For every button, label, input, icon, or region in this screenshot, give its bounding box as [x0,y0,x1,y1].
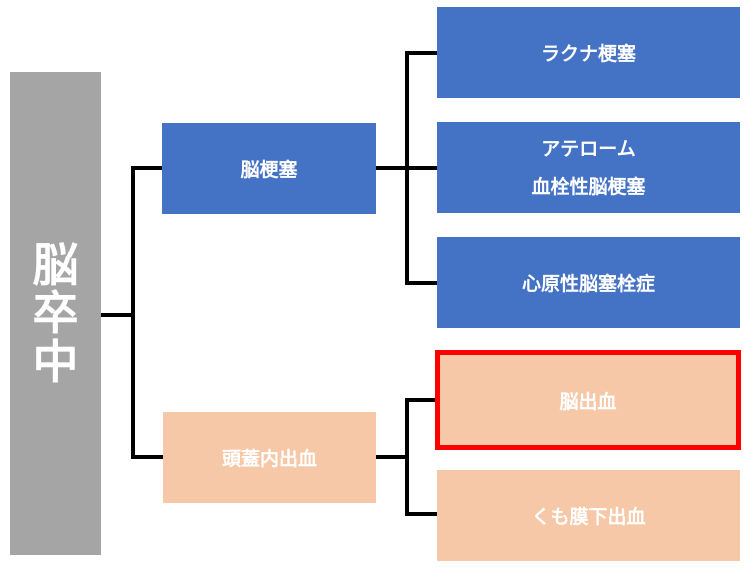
node-atherothrombotic-infarction: アテローム 血栓性脳梗塞 [437,122,740,213]
node-lacunar-infarction: ラクナ梗塞 [437,7,740,98]
connector-to-cardio [405,281,437,285]
connector-ich-stub [376,455,409,459]
connector-root-trunk [131,166,135,459]
node-label: 脳梗塞 [240,159,298,181]
connector-to-athero [405,166,437,170]
node-label-line1: アテローム [541,137,636,160]
connector-infarct-stub [376,166,409,170]
node-intracranial-hemorrhage: 頭蓋内出血 [163,412,376,503]
root-node-stroke: 脳 卒 中 [10,72,101,555]
connector-to-sah [405,512,437,516]
node-cardioembolic-stroke: 心原性脳塞栓症 [437,237,740,328]
connector-to-lacunar [405,51,437,55]
root-char-1: 脳 [32,238,79,293]
root-char-3: 中 [32,334,79,389]
node-label: 頭蓋内出血 [221,448,317,470]
root-char-2: 卒 [32,286,79,341]
node-cerebral-hemorrhage-highlighted: 脳出血 [435,350,741,450]
connector-ich-trunk [405,398,409,516]
node-label: くも膜下出血 [531,506,646,528]
node-label: 脳出血 [559,390,617,413]
node-cerebral-infarction: 脳梗塞 [162,123,376,214]
node-label: ラクナ梗塞 [540,43,636,65]
connector-root-stub [101,313,134,317]
connector-to-hemorrhage [405,398,435,402]
node-subarachnoid-hemorrhage: くも膜下出血 [437,470,740,561]
node-label-line2: 血栓性脳梗塞 [531,175,646,198]
connector-to-ich [131,455,163,459]
node-label: 心原性脳塞栓症 [521,273,655,295]
connector-to-infarct [131,166,162,170]
